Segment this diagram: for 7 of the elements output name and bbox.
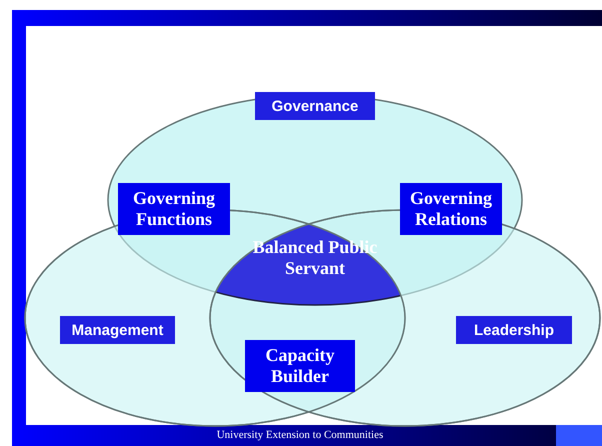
label-box: Capacity Builder [245,340,355,392]
label-box: Governance [255,92,375,120]
label-box: Leadership [456,316,572,344]
label-box: Management [60,316,175,344]
label-box: Governing Relations [400,183,502,235]
label-box: Governing Functions [118,183,230,235]
footer-text: University Extension to Communities [216,429,384,442]
